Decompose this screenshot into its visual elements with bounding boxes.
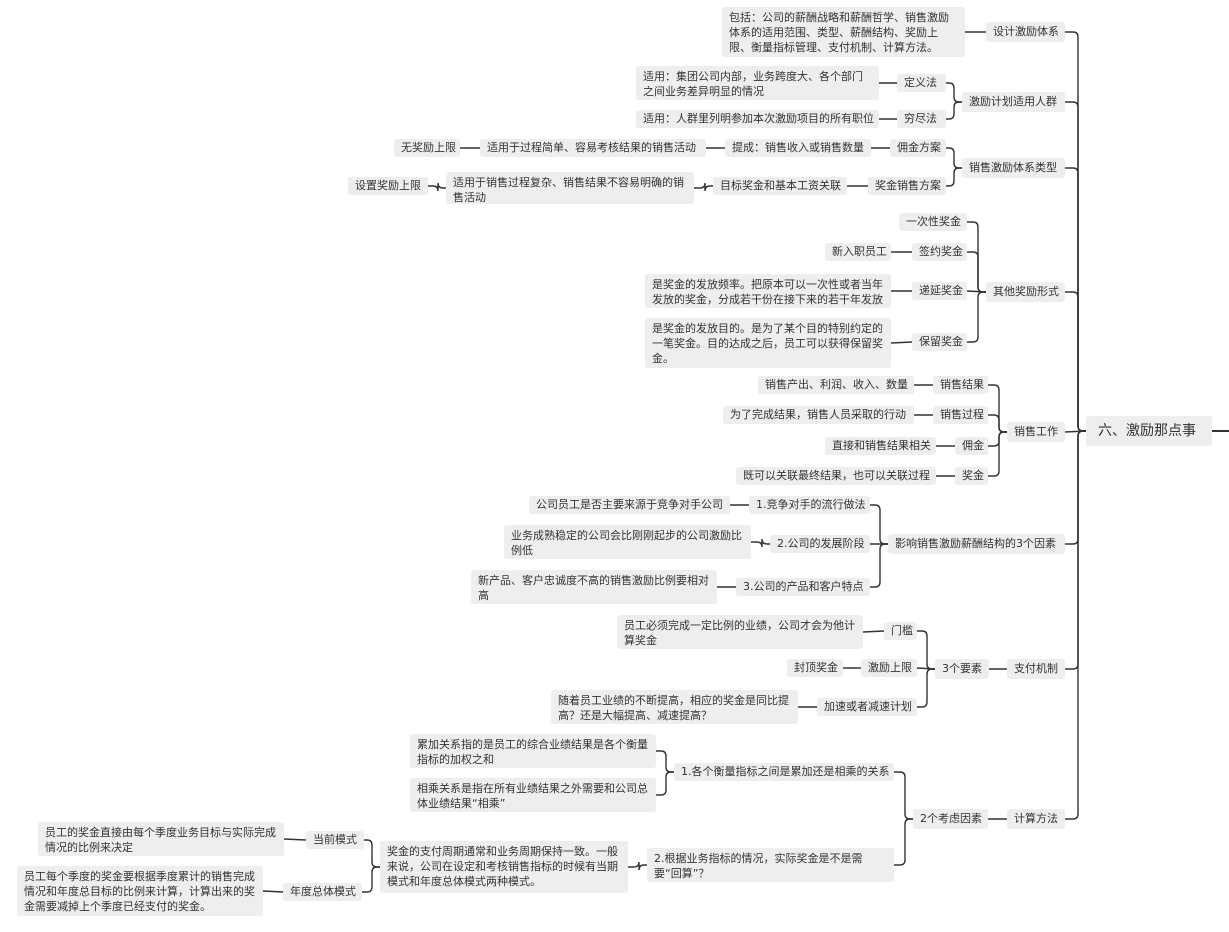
topic-node[interactable]: 是奖金的发放目的。是为了某个目的特别约定的一笔奖金。目的达成之后，员工可以获得保… bbox=[645, 318, 891, 368]
topic-node[interactable]: 支付机制 bbox=[1007, 659, 1065, 679]
connector-line bbox=[870, 543, 888, 588]
topic-node[interactable]: 销售过程 bbox=[933, 406, 988, 424]
topic-node[interactable]: 1.竞争对手的流行做法 bbox=[749, 496, 870, 514]
topic-node[interactable]: 目标奖金和基本工资关联 bbox=[713, 177, 847, 195]
topic-node[interactable]: 2.公司的发展阶段 bbox=[770, 535, 870, 553]
topic-node[interactable]: 封顶奖金 bbox=[787, 659, 843, 677]
connector-line bbox=[988, 384, 1007, 433]
connector-line bbox=[890, 341, 913, 344]
connector-line bbox=[628, 861, 647, 871]
connector-line bbox=[751, 538, 770, 548]
topic-node[interactable]: 1.各个衡量指标之间是累加还是相乘的关系 bbox=[674, 763, 894, 781]
topic-node[interactable]: 相乘关系是指在所有业绩结果之外需要和公司总体业绩结果“相乘” bbox=[410, 778, 656, 812]
connector-line bbox=[362, 866, 380, 893]
topic-node[interactable]: 员工必须完成一定比例的业绩，公司才会为他计算奖金 bbox=[617, 615, 863, 649]
connector-line bbox=[656, 750, 674, 773]
topic-node[interactable]: 适用：人群里列明参加本次激励项目的所有职位 bbox=[636, 110, 879, 128]
topic-node[interactable]: 激励上限 bbox=[861, 659, 917, 677]
topic-node[interactable]: 签约奖金 bbox=[912, 243, 967, 261]
topic-node[interactable]: 直接和销售结果相关 bbox=[825, 437, 936, 455]
topic-node[interactable]: 销售激励体系类型 bbox=[962, 158, 1065, 178]
topic-node[interactable]: 保留奖金 bbox=[912, 333, 967, 351]
topic-node[interactable]: 包括：公司的薪酬战略和薪酬哲学、销售激励体系的适用范围、类型、薪酬结构、奖励上限… bbox=[722, 7, 965, 57]
root-topic[interactable]: 六、激励那点事 bbox=[1086, 416, 1212, 446]
connector-line bbox=[1065, 167, 1086, 432]
topic-node[interactable]: 无奖励上限 bbox=[394, 139, 460, 157]
topic-node[interactable]: 奖金销售方案 bbox=[868, 177, 946, 195]
topic-node[interactable]: 加速或者减速计划 bbox=[817, 698, 917, 716]
topic-node[interactable]: 适用于过程简单、容易考核结果的销售活动 bbox=[480, 139, 706, 157]
connector-line bbox=[1065, 430, 1086, 820]
connector-line bbox=[1065, 101, 1086, 432]
connector-line bbox=[917, 668, 935, 708]
topic-node[interactable]: 业务成熟稳定的公司会比刚刚起步的公司激励比例低 bbox=[504, 525, 751, 559]
topic-node[interactable]: 新产品、客户忠诚度不高的销售激励比例要相对高 bbox=[471, 570, 717, 604]
connector-line bbox=[656, 771, 674, 796]
connector-line bbox=[967, 221, 986, 293]
topic-node[interactable]: 当前模式 bbox=[306, 831, 364, 849]
topic-node[interactable]: 奖金 bbox=[955, 467, 988, 485]
topic-node[interactable]: 其他奖励形式 bbox=[986, 282, 1065, 302]
topic-node[interactable]: 奖金的支付周期通常和业务周期保持一致。一般来说，公司在设定和考核销售指标的时候有… bbox=[380, 841, 628, 893]
topic-node[interactable]: 门槛 bbox=[884, 622, 917, 640]
topic-node[interactable]: 是奖金的发放频率。把原本可以一次性或者当年发放的奖金，分成若干份在接下来的若干年… bbox=[645, 274, 891, 308]
connector-line bbox=[1065, 31, 1086, 432]
topic-node[interactable]: 员工每个季度的奖金要根据季度累计的销售完成情况和年度总目标的比例来计算，计算出来… bbox=[17, 866, 263, 916]
topic-node[interactable]: 新入职员工 bbox=[825, 243, 891, 261]
topic-node[interactable]: 穷尽法 bbox=[897, 110, 946, 128]
topic-node[interactable]: 一次性奖金 bbox=[899, 213, 967, 231]
topic-node[interactable]: 为了完成结果，销售人员采取的行动 bbox=[723, 406, 914, 424]
topic-node[interactable]: 年度总体模式 bbox=[283, 883, 362, 901]
topic-node[interactable]: 定义法 bbox=[897, 74, 946, 92]
topic-node[interactable]: 员工的奖金直接由每个季度业务目标与实际完成情况的比例来决定 bbox=[38, 822, 284, 856]
topic-node[interactable]: 3.公司的产品和客户特点 bbox=[736, 578, 870, 596]
topic-node[interactable]: 提成：销售收入或销售数量 bbox=[725, 139, 871, 157]
connector-line bbox=[967, 291, 986, 343]
connector-line bbox=[946, 101, 962, 120]
topic-node[interactable]: 计算方法 bbox=[1007, 809, 1065, 829]
connector-line bbox=[862, 630, 885, 633]
topic-node[interactable]: 2个考虑因素 bbox=[913, 809, 988, 829]
topic-node[interactable]: 销售工作 bbox=[1007, 422, 1065, 442]
connector-line bbox=[894, 818, 913, 866]
connector-line bbox=[364, 839, 380, 868]
connector-line bbox=[917, 630, 935, 670]
topic-node[interactable]: 佣金 bbox=[955, 437, 988, 455]
topic-node[interactable]: 适用于销售过程复杂、销售结果不容易明确的销售活动 bbox=[446, 172, 694, 204]
connector-line bbox=[946, 82, 962, 103]
connector-line bbox=[988, 431, 1007, 447]
connector-line bbox=[428, 182, 446, 192]
topic-node[interactable]: 销售产出、利润、收入、数量 bbox=[758, 376, 914, 394]
topic-node[interactable]: 递延奖金 bbox=[912, 282, 967, 300]
connector-line bbox=[946, 147, 962, 169]
topic-node[interactable]: 适用：集团公司内部，业务跨度大、各个部门之间业务差异明显的情况 bbox=[636, 66, 879, 100]
topic-node[interactable]: 激励计划适用人群 bbox=[962, 92, 1065, 112]
topic-node[interactable]: 影响销售激励薪酬结构的3个因素 bbox=[888, 534, 1065, 554]
connector-line bbox=[1065, 430, 1086, 670]
topic-node[interactable]: 2.根据业务指标的情况，实际奖金是不是需要“回算”？ bbox=[647, 848, 894, 882]
topic-node[interactable]: 随着员工业绩的不断提高，相应的奖金是同比提高？还是大幅提高、减速提高？ bbox=[551, 690, 798, 724]
topic-node[interactable]: 设计激励体系 bbox=[986, 22, 1065, 42]
connector-line bbox=[894, 771, 913, 820]
topic-node[interactable]: 累加关系指的是员工的综合业绩结果是各个衡量指标的加权之和 bbox=[410, 734, 656, 768]
topic-node[interactable]: 公司员工是否主要来源于竞争对手公司 bbox=[529, 496, 730, 514]
connector-line bbox=[283, 838, 307, 841]
connector-line bbox=[694, 182, 713, 192]
connector-line bbox=[946, 167, 962, 187]
connector-line bbox=[1065, 430, 1086, 545]
connector-line bbox=[988, 431, 1007, 477]
topic-node[interactable]: 佣金方案 bbox=[890, 139, 946, 157]
connector-line bbox=[262, 890, 284, 893]
connector-line bbox=[967, 251, 986, 293]
topic-node[interactable]: 既可以关联最终结果，也可以关联过程 bbox=[736, 467, 936, 485]
connector-line bbox=[988, 414, 1007, 433]
connector-line bbox=[870, 504, 888, 545]
topic-node[interactable]: 设置奖励上限 bbox=[348, 177, 428, 195]
topic-node[interactable]: 3个要素 bbox=[935, 659, 989, 679]
connector-line bbox=[1065, 291, 1086, 432]
topic-node[interactable]: 销售结果 bbox=[933, 376, 988, 394]
